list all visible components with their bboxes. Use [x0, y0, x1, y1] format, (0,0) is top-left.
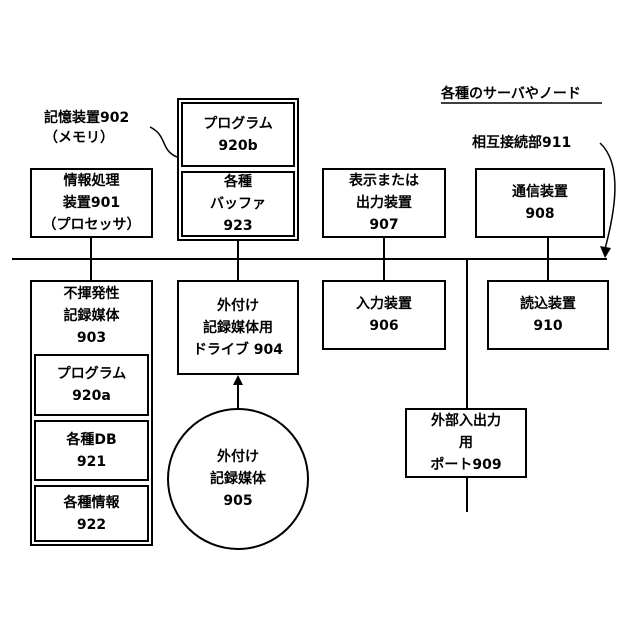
nonvolatile-line1: 不揮発性	[64, 283, 120, 305]
input-box: 入力装置 906	[322, 280, 446, 350]
diagram-title: 各種のサーバやノード	[441, 84, 581, 104]
ext-drive-box: 外付け 記録媒体用 ドライブ 904	[177, 280, 299, 375]
processor-line3: （プロセッサ）	[43, 214, 141, 236]
reader-line1: 読込装置	[520, 293, 576, 315]
nv-info-line1: 各種情報	[64, 492, 120, 514]
ext-port-line3: ポート909	[430, 454, 501, 476]
ext-drive-line2: 記録媒体用	[203, 317, 273, 339]
memory-buffer-line3: 923	[223, 215, 252, 237]
ext-drive-line3: ドライブ 904	[193, 339, 283, 361]
processor-line2: 装置901	[63, 192, 120, 214]
media-drive-arrowhead	[233, 375, 243, 385]
nv-info-box: 各種情報 922	[34, 485, 149, 542]
communication-line2: 908	[525, 203, 554, 225]
display-line1: 表示または	[349, 170, 419, 192]
memory-buffer-line2: バッファ	[210, 193, 266, 215]
ext-port-line1: 外部入出力	[431, 410, 501, 432]
memory-program-line1: プログラム	[203, 113, 273, 135]
ext-port-box: 外部入出力 用 ポート909	[405, 408, 527, 478]
input-line1: 入力装置	[356, 293, 412, 315]
ext-media-line3: 905	[223, 490, 252, 512]
nonvolatile-title-box: 不揮発性 記録媒体 903	[32, 282, 151, 350]
nv-db-box: 各種DB 921	[34, 420, 149, 481]
ext-port-line2: 用	[459, 432, 473, 454]
memory-label: 記憶装置902 （メモリ）	[44, 108, 129, 148]
nv-db-line1: 各種DB	[66, 429, 116, 451]
display-line3: 907	[369, 214, 398, 236]
processor-box: 情報処理 装置901 （プロセッサ）	[30, 168, 153, 238]
nv-program-box: プログラム 920a	[34, 354, 149, 416]
ext-media-line1: 外付け	[217, 446, 259, 468]
communication-box: 通信装置 908	[475, 168, 605, 238]
communication-line1: 通信装置	[512, 181, 568, 203]
display-line2: 出力装置	[356, 192, 412, 214]
memory-program-box: プログラム 920b	[181, 102, 295, 167]
nv-db-line2: 921	[77, 451, 106, 473]
nonvolatile-line2: 記録媒体	[64, 305, 120, 327]
nonvolatile-line3: 903	[77, 327, 106, 349]
bus-leader-arrowhead	[600, 246, 611, 258]
ext-drive-line1: 外付け	[217, 295, 259, 317]
nv-info-line2: 922	[77, 514, 106, 536]
reader-box: 読込装置 910	[487, 280, 609, 350]
input-line2: 906	[369, 315, 398, 337]
memory-label-line2: （メモリ）	[44, 128, 129, 148]
nv-program-line1: プログラム	[57, 363, 127, 385]
display-box: 表示または 出力装置 907	[322, 168, 446, 238]
nv-program-line2: 920a	[72, 385, 111, 407]
ext-media-circle: 外付け 記録媒体 905	[167, 408, 309, 550]
memory-program-line2: 920b	[218, 135, 257, 157]
ext-media-line2: 記録媒体	[210, 468, 266, 490]
memory-buffer-box: 各種 バッファ 923	[181, 171, 295, 237]
processor-line1: 情報処理	[64, 170, 120, 192]
memory-buffer-line1: 各種	[224, 171, 252, 193]
memory-label-line1: 記憶装置902	[44, 108, 129, 128]
reader-line2: 910	[533, 315, 562, 337]
memory-leader-line	[150, 127, 177, 157]
bus-label: 相互接続部911	[472, 133, 571, 153]
